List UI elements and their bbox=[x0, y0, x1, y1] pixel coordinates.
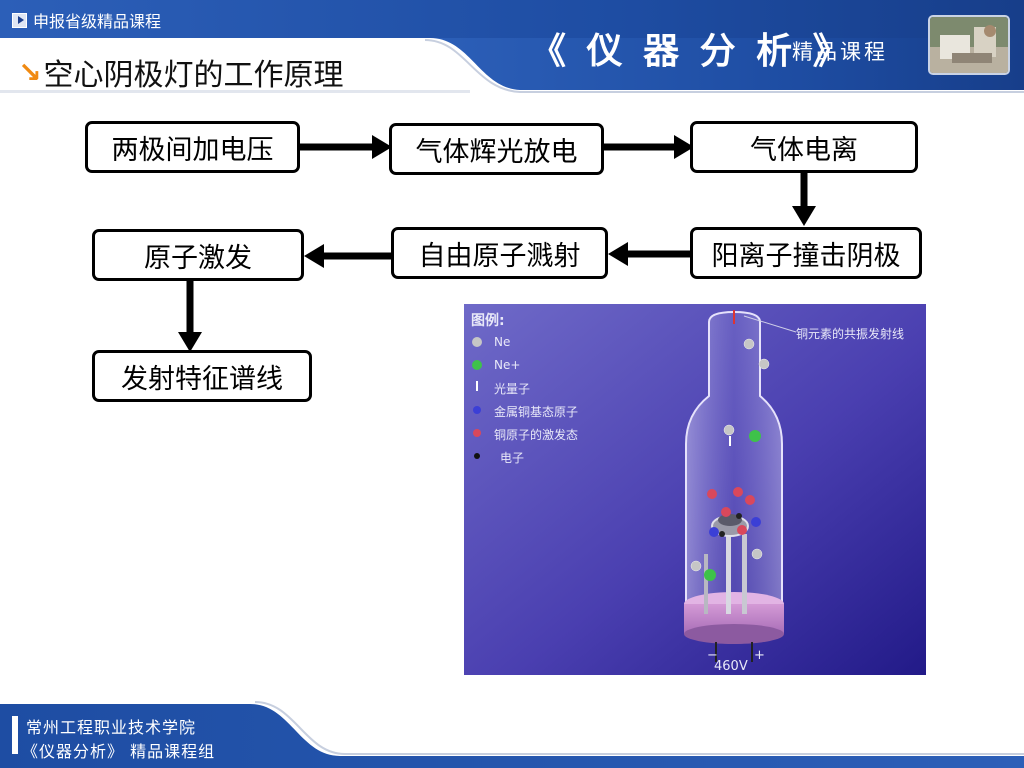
step-atom-excitation: 原子激发 bbox=[92, 229, 304, 281]
hollow-cathode-lamp-illustration: 图例: Ne Ne+ 光量子 金属铜基态原子 铜原子的激发态 电子 铜元素的共振… bbox=[464, 304, 926, 675]
legend-cu-ground: 金属铜基态原子 bbox=[494, 405, 579, 419]
legend-electron: 电子 bbox=[500, 451, 525, 465]
step-emit-spectral-line: 发射特征谱线 bbox=[92, 350, 312, 402]
step-cation-bombard-cathode: 阳离子撞击阴极 bbox=[690, 227, 922, 279]
legend-cu-excited: 铜原子的激发态 bbox=[494, 428, 579, 442]
lab-photo bbox=[928, 15, 1010, 75]
step-atom-sputtering: 自由原子溅射 bbox=[391, 227, 608, 279]
page-title-text: 空心阴极灯的工作原理 bbox=[43, 58, 344, 93]
step-apply-voltage: 两极间加电压 bbox=[85, 121, 300, 173]
course-title: 《 仪 器 分 析 》 bbox=[530, 30, 853, 72]
step-gas-ionization: 气体电离 bbox=[690, 121, 918, 173]
legend-neon-ion: Ne+ bbox=[494, 358, 521, 372]
breadcrumb-label: 申报省级精品课程 bbox=[33, 12, 162, 31]
header-banner bbox=[0, 0, 1024, 93]
legend-photon: 光量子 bbox=[494, 382, 531, 396]
footer-banner bbox=[0, 701, 1024, 768]
footer-group: 《仪器分析》 精品课程组 bbox=[22, 742, 216, 761]
breadcrumb: 申报省级精品课程 bbox=[12, 8, 161, 32]
arrow-down-right-icon: ↘ bbox=[18, 55, 42, 89]
voltage-label: 460V bbox=[714, 659, 748, 674]
play-icon bbox=[12, 12, 27, 28]
page-title: ↘ 空心阴极灯的工作原理 bbox=[18, 50, 343, 94]
legend-title: 图例: bbox=[471, 313, 505, 329]
legend-neon: Ne bbox=[494, 335, 511, 349]
voltage-minus: − bbox=[707, 648, 718, 663]
course-subtitle: 精品课程 bbox=[792, 40, 888, 64]
callout-resonance-line: 铜元素的共振发射线 bbox=[796, 327, 905, 341]
voltage-plus: + bbox=[754, 648, 765, 663]
footer-school: 常州工程职业技术学院 bbox=[26, 718, 197, 737]
step-glow-discharge: 气体辉光放电 bbox=[389, 123, 604, 175]
